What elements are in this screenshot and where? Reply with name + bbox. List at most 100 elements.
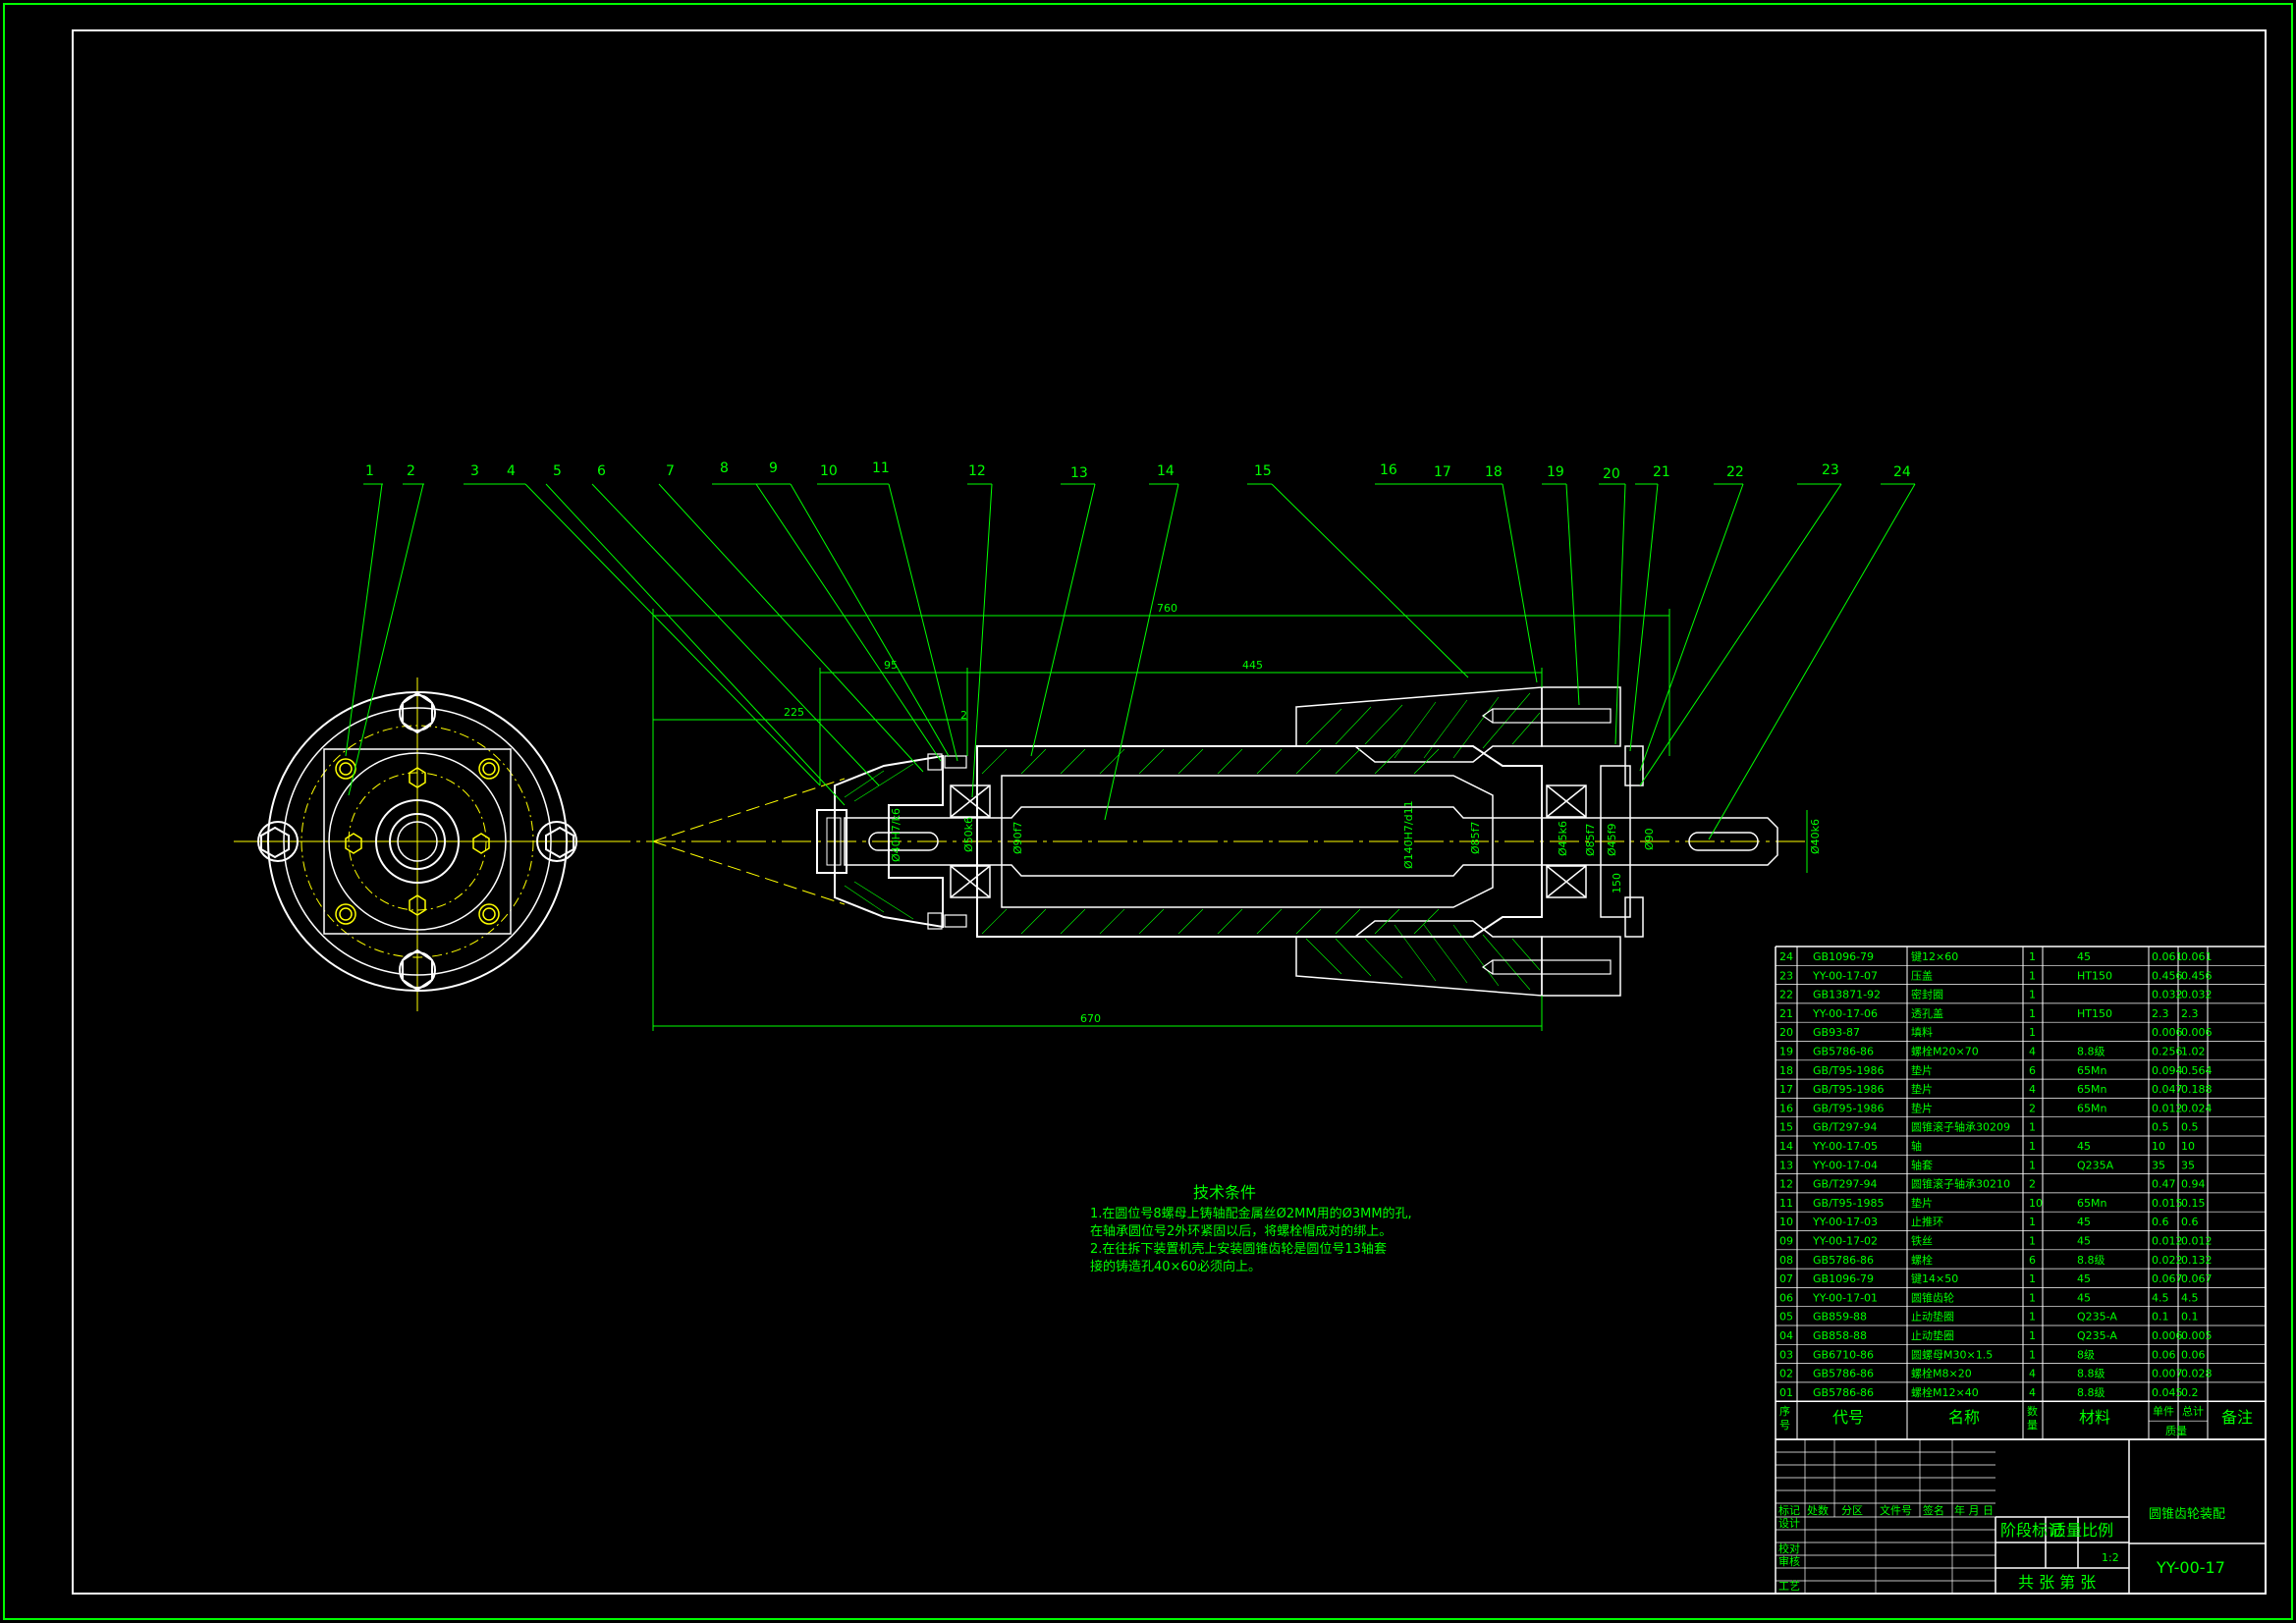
bom-total-mass: 2.3 xyxy=(2181,1007,2199,1020)
bom-no: 06 xyxy=(1779,1291,1793,1304)
bom-code: GB/T95-1986 xyxy=(1813,1102,1884,1114)
bom-name: 螺栓M20×70 xyxy=(1911,1045,1979,1058)
leader-18: 18 xyxy=(1485,464,1503,480)
bom-name: 止动垫圈 xyxy=(1911,1328,1954,1342)
bom-code: GB93-87 xyxy=(1813,1026,1860,1039)
bom-qty: 1 xyxy=(2029,1272,2036,1285)
tech-line-2: 在轴承圆位号2外环紧固以后，将螺栓帽成对的绑上。 xyxy=(1090,1223,1392,1239)
bom-unit-mass: 0.045 xyxy=(2152,1386,2183,1399)
leader-12: 12 xyxy=(968,463,986,479)
bom-material: 8.8级 xyxy=(2077,1254,2105,1267)
inner-border xyxy=(72,29,2267,1595)
bom-code: GB6710-86 xyxy=(1813,1348,1874,1361)
bom-name: 轴 xyxy=(1911,1139,1922,1153)
bom-qty: 1 xyxy=(2029,1026,2036,1039)
bom-code: GB1096-79 xyxy=(1813,950,1874,963)
bom-qty: 1 xyxy=(2029,1329,2036,1342)
bom-name: 圆锥滚子轴承30209 xyxy=(1911,1120,2010,1134)
bom-header-single: 单件 xyxy=(2153,1405,2174,1418)
bom-code: YY-00-17-05 xyxy=(1812,1140,1878,1153)
bom-total-mass: 0.067 xyxy=(2181,1272,2213,1285)
bom-material: 45 xyxy=(2077,1216,2091,1228)
bom-material: Q235A xyxy=(2077,1159,2114,1171)
leader-lines xyxy=(345,483,1916,840)
bom-no: 01 xyxy=(1779,1386,1793,1399)
bom-material: 65Mn xyxy=(2077,1197,2106,1210)
dim-445: 445 xyxy=(1242,659,1263,672)
bom-total-mass: 0.132 xyxy=(2181,1254,2213,1267)
bom-name: 轴套 xyxy=(1911,1158,1933,1171)
bom-qty: 1 xyxy=(2029,1291,2036,1304)
leader-14: 14 xyxy=(1157,463,1175,479)
dim-v10: Ø40k6 xyxy=(1809,819,1822,854)
bom-total-mass: 1.02 xyxy=(2181,1046,2206,1058)
dim-v9: Ø90 xyxy=(1643,828,1656,850)
bom-material: 45 xyxy=(2077,1272,2091,1285)
bom-no: 04 xyxy=(1779,1329,1793,1342)
leader-3: 3 xyxy=(470,463,479,479)
dim-v11: 150 xyxy=(1611,873,1623,893)
leader-24: 24 xyxy=(1893,464,1911,480)
bom-no: 24 xyxy=(1779,950,1793,963)
tb-scale: 1:2 xyxy=(2102,1551,2119,1564)
bom-no: 08 xyxy=(1779,1254,1793,1267)
bom-code: GB5786-86 xyxy=(1813,1254,1874,1267)
bom-header-seq: 序 xyxy=(1779,1404,1790,1418)
dim-760: 760 xyxy=(1157,602,1177,615)
bom-qty: 10 xyxy=(2029,1197,2043,1210)
bom-qty: 2 xyxy=(2029,1178,2036,1191)
bom-name: 止动垫圈 xyxy=(1911,1310,1954,1324)
bom-material: 8.8级 xyxy=(2077,1386,2105,1399)
bom-code: GB/T297-94 xyxy=(1813,1121,1877,1134)
dim-v4: Ø140H7/d11 xyxy=(1402,800,1415,869)
bom-code: GB13871-92 xyxy=(1813,989,1881,1001)
dim-670: 670 xyxy=(1080,1012,1101,1025)
bom-unit-mass: 0.067 xyxy=(2152,1272,2183,1285)
bom-qty: 6 xyxy=(2029,1064,2036,1077)
bom-total-mass: 0.1 xyxy=(2181,1311,2199,1324)
bom-material: 8.8级 xyxy=(2077,1046,2105,1058)
bom-material: Q235-A xyxy=(2077,1311,2117,1324)
leader-2: 2 xyxy=(407,463,415,479)
leader-1: 1 xyxy=(365,463,374,479)
bom-name: 圆锥滚子轴承30210 xyxy=(1911,1177,2010,1191)
end-view xyxy=(234,677,601,1011)
bom-qty: 1 xyxy=(2029,989,2036,1001)
bom-unit-mass: 0.456 xyxy=(2152,969,2183,982)
bom-total-mass: 0.006 xyxy=(2181,1026,2213,1039)
bom-code: YY-00-17-03 xyxy=(1812,1216,1878,1228)
bom-code: GB/T95-1986 xyxy=(1813,1064,1884,1077)
tb-weight: 质量 xyxy=(2050,1521,2082,1540)
bom-qty: 4 xyxy=(2029,1083,2036,1096)
leader-numbers: 1 2 3 4 5 6 7 8 9 10 11 12 13 14 15 16 1… xyxy=(365,460,1911,482)
bom-no: 20 xyxy=(1779,1026,1793,1039)
bom-qty: 6 xyxy=(2029,1254,2036,1267)
bom-qty: 1 xyxy=(2029,1235,2036,1248)
bom-name: 止推环 xyxy=(1911,1215,1943,1228)
bom-qty: 2 xyxy=(2029,1102,2036,1114)
bom-code: GB/T95-1985 xyxy=(1813,1197,1884,1210)
bom-no: 05 xyxy=(1779,1311,1793,1324)
technical-notes: 技术条件 1.在圆位号8螺母上铸轴配金属丝Ø2MM用的Ø3MM的孔, 在轴承圆位… xyxy=(1090,1183,1412,1274)
bom-unit-mass: 4.5 xyxy=(2152,1291,2169,1304)
outer-border xyxy=(3,3,2293,1620)
bom-material: 65Mn xyxy=(2077,1083,2106,1096)
bom-name: 垫片 xyxy=(1911,1063,1933,1077)
bom-no: 12 xyxy=(1779,1178,1793,1191)
bom-unit-mass: 0.012 xyxy=(2152,1102,2183,1114)
bom-material: Q235-A xyxy=(2077,1329,2117,1342)
leader-11: 11 xyxy=(872,460,890,476)
tb-scale-label: 比例 xyxy=(2082,1521,2113,1540)
leader-20: 20 xyxy=(1603,466,1620,482)
bom-total-mass: 0.024 xyxy=(2181,1102,2213,1114)
bom-no: 23 xyxy=(1779,969,1793,982)
leader-10: 10 xyxy=(820,463,838,479)
bom-name: 圆锥齿轮 xyxy=(1911,1290,1954,1304)
leader-17: 17 xyxy=(1434,464,1451,480)
tb-col-zone: 分区 xyxy=(1841,1504,1863,1517)
bom-code: YY-00-17-06 xyxy=(1812,1007,1878,1020)
bom-header-qty: 量 xyxy=(2027,1419,2038,1432)
bom-qty: 1 xyxy=(2029,1140,2036,1153)
